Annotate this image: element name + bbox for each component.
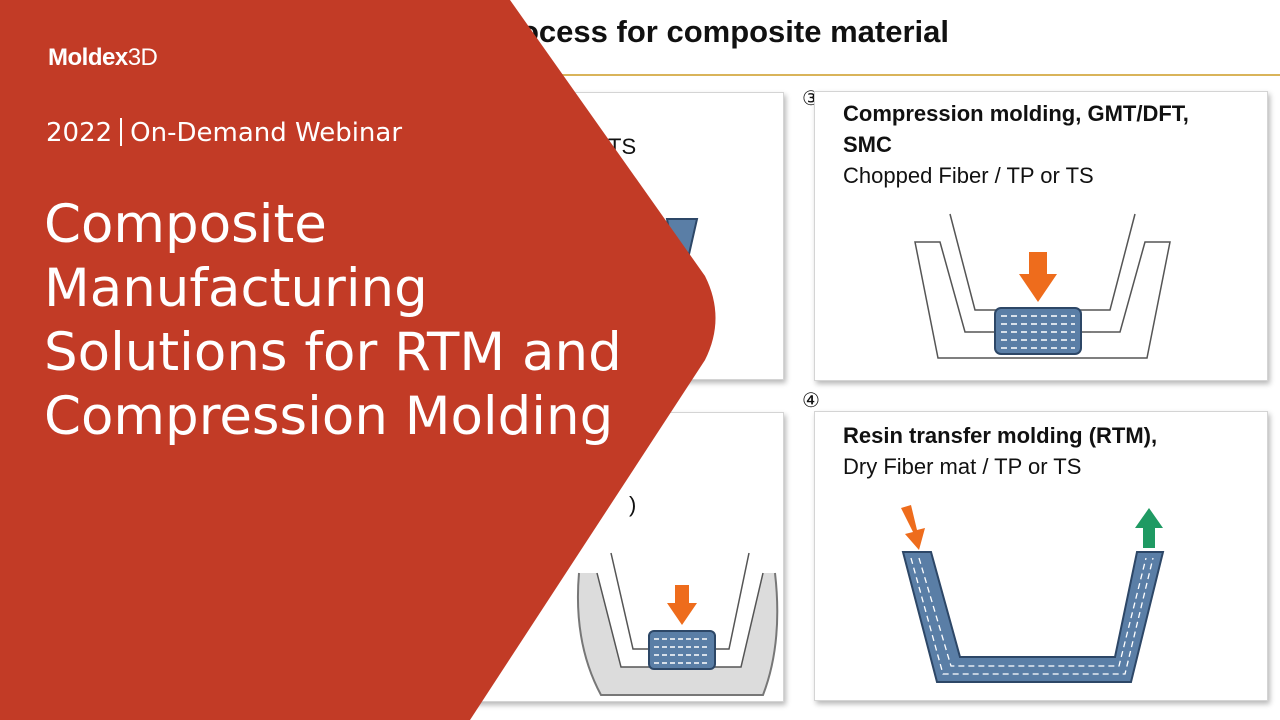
panel-bottom-left: ) (470, 412, 784, 702)
panel-compression-molding: Compression molding, GMT/DFT, SMC Choppe… (814, 91, 1268, 381)
slide-title: ocess for composite material (520, 14, 949, 49)
rtm-mold-figure (901, 505, 1165, 683)
panel-top-left: r TS (470, 92, 784, 380)
panel-top-left-figure (665, 218, 699, 264)
press-down-arrow (1019, 252, 1057, 302)
panel-compression-text: Compression molding, GMT/DFT, SMC Choppe… (843, 98, 1189, 191)
title-rule (470, 74, 1280, 76)
resin-inlet-arrow (901, 505, 925, 550)
air-outlet-arrow (1135, 508, 1163, 548)
panel-rtm: Resin transfer molding (RTM), Dry Fiber … (814, 411, 1268, 701)
compression-subtitle: Chopped Fiber / TP or TS (843, 163, 1094, 188)
panel-number-4: ④ (802, 390, 820, 412)
compression-title-line1: Compression molding, GMT/DFT, (843, 101, 1189, 126)
rtm-subtitle: Dry Fiber mat / TP or TS (843, 454, 1082, 479)
rtm-title: Resin transfer molding (RTM), (843, 423, 1158, 448)
compression-mold-figure (914, 213, 1171, 359)
panel-bottom-left-figure (576, 552, 779, 696)
panel-rtm-text: Resin transfer molding (RTM), Dry Fiber … (843, 420, 1157, 482)
compression-title-line2: SMC (843, 132, 892, 157)
